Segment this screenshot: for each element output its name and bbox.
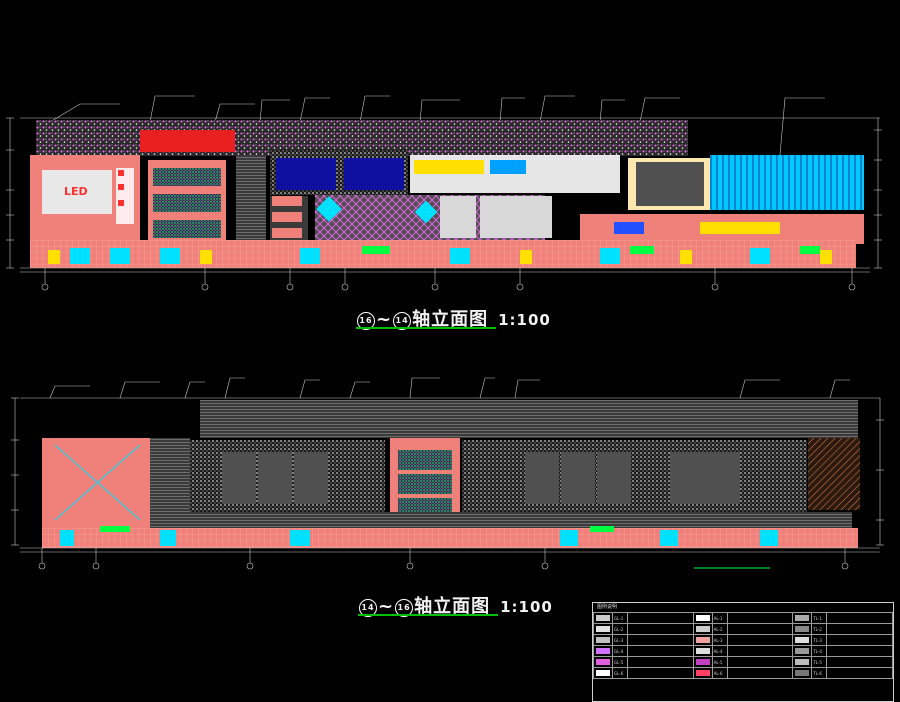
scale-label: 1:100	[500, 598, 553, 616]
legend-swatch	[695, 615, 710, 621]
legend-row: GL-2 AL-2 TL-2	[593, 623, 893, 635]
legend-code: AL-1	[711, 612, 728, 624]
legend-swatch	[695, 637, 710, 643]
legend-row: GL-5 AL-5 TL-5	[593, 656, 893, 668]
led-label: LED	[64, 185, 88, 198]
legend-code: TL-1	[811, 612, 828, 624]
legend-code: GL-6	[612, 667, 628, 679]
axis-to-marker: 16	[395, 599, 414, 617]
legend-row: GL-1 AL-1 TL-1	[593, 612, 893, 624]
legend-code: AL-4	[711, 645, 728, 657]
legend-code: GL-2	[612, 623, 628, 635]
legend-swatch	[795, 626, 810, 632]
legend-swatch	[695, 648, 710, 654]
brand-sign	[140, 130, 235, 152]
ground-floor-band	[30, 240, 856, 268]
legend-swatch	[596, 648, 610, 654]
legend-code: TL-4	[811, 645, 828, 657]
axis-from-marker: 16	[357, 312, 375, 330]
legend-code: GL-3	[612, 634, 628, 646]
legend-swatch	[795, 659, 810, 665]
legend-swatch	[795, 637, 810, 643]
legend-code: AL-5	[711, 656, 728, 668]
legend-code: AL-3	[711, 634, 728, 646]
legend-swatch	[596, 659, 610, 665]
axis-from-marker: 14	[359, 599, 377, 617]
legend-swatch	[596, 615, 610, 621]
scale-label: 1:100	[498, 311, 551, 329]
ground-floor-band-bottom	[42, 528, 858, 548]
axis-to-marker: 14	[393, 312, 412, 330]
title-text: 轴立面图	[414, 596, 491, 617]
led-screen	[42, 170, 112, 214]
legend-row: GL-4 AL-4 TL-4	[593, 645, 893, 657]
legend-swatch	[795, 615, 810, 621]
legend-code: GL-4	[612, 645, 628, 657]
legend-code: GL-5	[612, 656, 628, 668]
legend-swatch	[596, 670, 610, 676]
bottom-elevation	[11, 377, 884, 570]
legend-code: GL-1	[612, 612, 628, 624]
top-elevation	[6, 95, 882, 291]
legend-swatch	[596, 637, 610, 643]
legend-row: GL-6 AL-6 TL-6	[593, 667, 893, 679]
legend-code: AL-2	[711, 623, 728, 635]
legend-swatch	[695, 626, 710, 632]
bottom-title-underline	[358, 614, 498, 616]
legend-code: TL-3	[811, 634, 828, 646]
legend-swatch	[596, 626, 610, 632]
legend-row: GL-3 AL-3 TL-3	[593, 634, 893, 646]
top-title-underline	[356, 327, 496, 329]
legend-code: TL-5	[811, 656, 828, 668]
legend-swatch	[795, 648, 810, 654]
upper-band	[200, 400, 858, 438]
title-text: 轴立面图	[412, 309, 489, 330]
legend-swatch	[695, 670, 710, 676]
legend-code: TL-2	[811, 623, 828, 635]
legend-header: 图例说明	[597, 604, 618, 610]
legend-swatch	[795, 670, 810, 676]
legend-code: TL-6	[811, 667, 828, 679]
legend-code: AL-6	[711, 667, 728, 679]
legend-swatch	[695, 659, 710, 665]
